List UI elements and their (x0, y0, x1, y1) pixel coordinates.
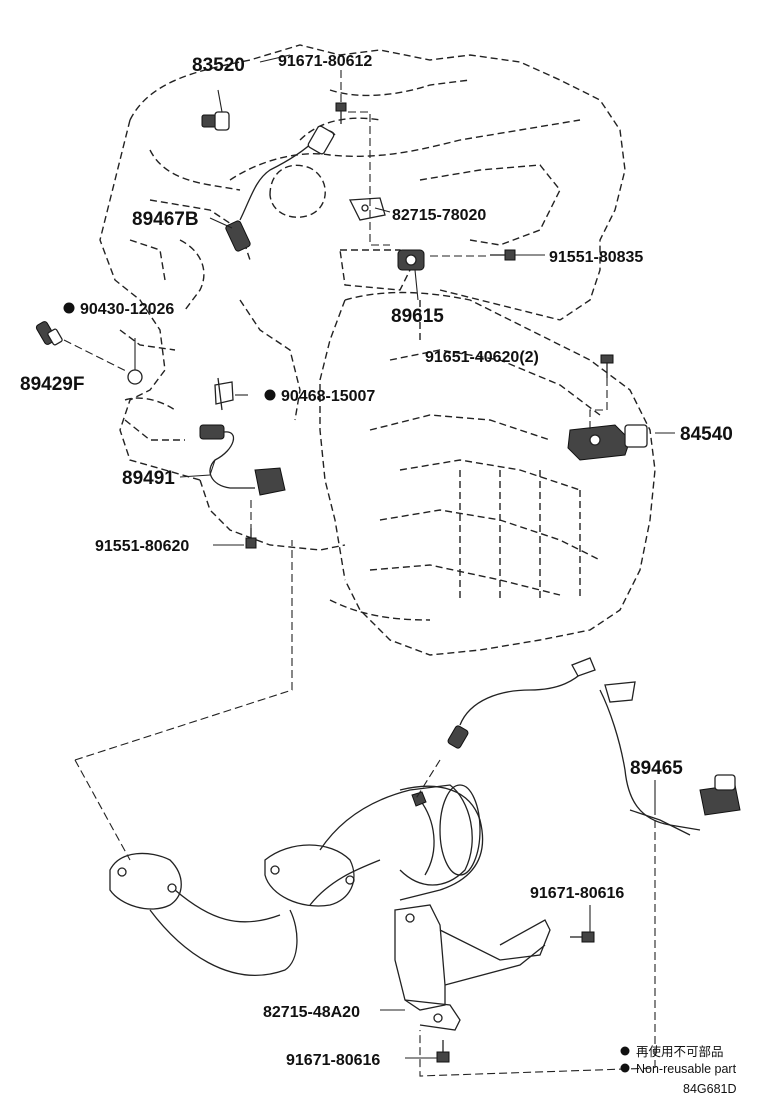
exhaust-pipe (109, 784, 484, 976)
legend: 再使用不可部品 Non-reusable part 84G681D (620, 1044, 737, 1096)
label-89429f: 89429F (20, 374, 84, 395)
label-84540: 84540 (680, 424, 733, 445)
bolt-icon (600, 354, 614, 378)
label-82715-48a20: 82715-48A20 (263, 1004, 360, 1021)
label-91651-40620: 91651-40620(2) (425, 349, 539, 366)
leader-lines (63, 54, 675, 1077)
knock-sensor-icon (397, 249, 425, 271)
label-91671-80616-bottom: 91671-80616 (286, 1052, 380, 1069)
clamp-icon (214, 377, 234, 411)
temperature-sensor-icon (35, 321, 63, 346)
legend-japanese: 再使用不可部品 (636, 1044, 724, 1059)
label-91671-80612: 91671-80612 (278, 53, 372, 70)
oxygen-sensor-icon (447, 657, 741, 836)
label-91671-80616-top: 91671-80616 (530, 885, 624, 902)
label-91551-80620: 91551-80620 (95, 538, 189, 555)
non-reusable-dot-icon (620, 1046, 630, 1056)
label-91551-80835: 91551-80835 (549, 249, 643, 266)
bolt-icon (245, 528, 257, 549)
non-reusable-dot-icon (620, 1063, 630, 1073)
label-82715-78020: 82715-78020 (392, 207, 486, 224)
oil-pressure-switch-icon (201, 111, 230, 131)
bolt-icon (490, 249, 516, 261)
legend-english: Non-reusable part (636, 1062, 737, 1076)
label-83520: 83520 (192, 55, 245, 76)
label-89491: 89491 (122, 468, 175, 489)
bolt-icon (570, 931, 595, 943)
neutral-start-switch-icon (567, 424, 648, 461)
bracket-icon (394, 904, 551, 1031)
af-sensor-icon (225, 125, 336, 252)
non-reusable-dot-icon (264, 389, 276, 401)
transaxle-outline (319, 291, 656, 656)
speed-sensor-icon (199, 424, 286, 496)
part-labels: 83520 91671-80612 89467B 82715-78020 915… (20, 53, 733, 1069)
bolt-icon (335, 102, 347, 124)
label-90430-12026: 90430-12026 (80, 301, 174, 318)
label-89467b: 89467B (132, 209, 199, 230)
bolt-icon (436, 1040, 450, 1063)
label-89465: 89465 (630, 758, 683, 779)
engine-outline (99, 44, 626, 551)
label-89615: 89615 (391, 306, 444, 327)
label-90468-15007: 90468-15007 (281, 388, 375, 405)
drawing-code: 84G681D (683, 1082, 737, 1096)
non-reusable-dot-icon (63, 302, 75, 314)
gasket-icon (127, 369, 143, 385)
